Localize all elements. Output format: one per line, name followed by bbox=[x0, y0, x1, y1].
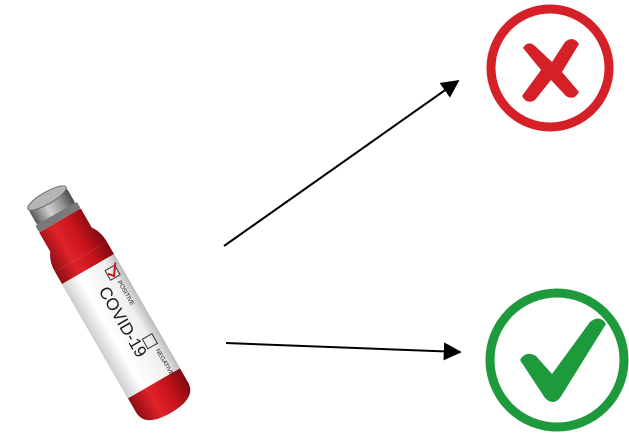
arrow-to-cross bbox=[223, 79, 460, 247]
positive-checkbox bbox=[104, 262, 121, 281]
negative-checkbox bbox=[141, 333, 159, 350]
tube-metal-cap bbox=[27, 185, 81, 232]
red-cross-icon bbox=[486, 4, 614, 132]
tube-red-cap bbox=[39, 208, 107, 272]
test-tube: POSITIVE COVID-19 NEGATIVE bbox=[27, 185, 191, 421]
tube-label bbox=[62, 254, 180, 399]
green-check-icon bbox=[485, 288, 629, 432]
arrow-to-check bbox=[225, 342, 462, 361]
